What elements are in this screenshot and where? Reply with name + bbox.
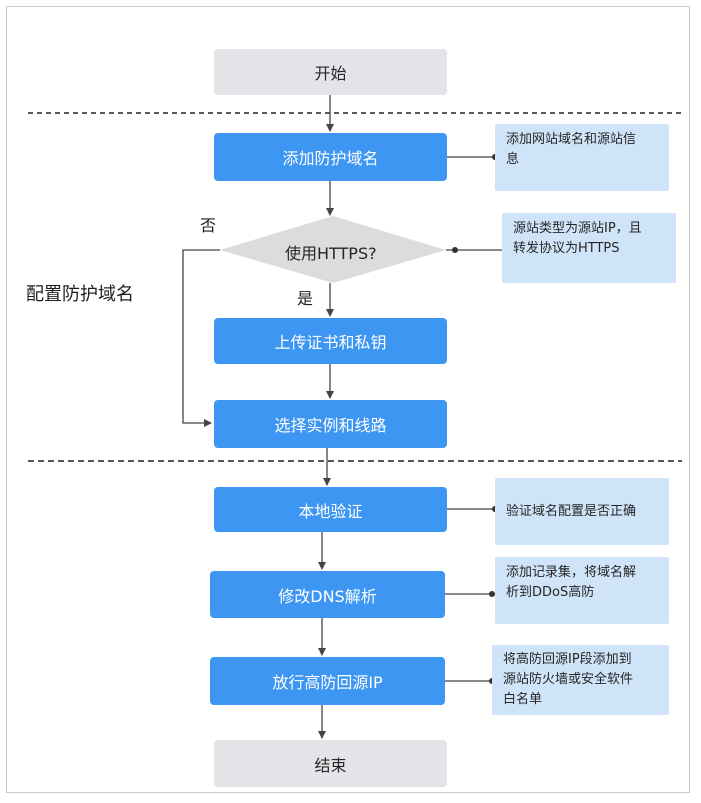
step-add-domain: 添加防护域名 xyxy=(214,133,447,181)
section-label-configure: 配置防护域名 xyxy=(26,284,134,305)
https-decision-diamond xyxy=(220,216,446,283)
note-line: 白名单 xyxy=(503,692,543,707)
note-line: 验证域名配置是否正确 xyxy=(506,503,637,519)
note-line: 息 xyxy=(506,152,520,167)
arrow-no-branch xyxy=(182,249,220,427)
note-add-domain: 添加网站域名和源站信 息 xyxy=(495,124,669,191)
note-line: 转发协议为HTTPS xyxy=(513,241,620,256)
note-local-verify: 验证域名配置是否正确 xyxy=(495,478,669,545)
diagram-frame xyxy=(6,6,690,793)
decision-use-https: 使用HTTPS? xyxy=(285,244,377,263)
note-modify-dns: 添加记录集，将域名解 析到DDoS高防 xyxy=(495,557,669,624)
note-line: 析到DDoS高防 xyxy=(506,585,595,600)
note-line: 添加记录集，将域名解 xyxy=(506,565,637,580)
branch-label-no: 否 xyxy=(200,216,217,235)
note-line: 添加网站域名和源站信 xyxy=(506,132,637,147)
step-allow-ip: 放行高防回源IP xyxy=(210,657,445,705)
start-node: 开始 xyxy=(214,49,447,95)
note-allow-ip: 将高防回源IP段添加到 源站防火墙或安全软件 白名单 xyxy=(492,645,669,715)
step-upload-cert: 上传证书和私钥 xyxy=(214,318,447,364)
step-select-instance: 选择实例和线路 xyxy=(214,400,447,448)
note-line: 源站防火墙或安全软件 xyxy=(503,672,634,687)
note-line: 源站类型为源站IP，且 xyxy=(513,221,642,236)
note-line: 将高防回源IP段添加到 xyxy=(503,652,632,667)
step-local-verify: 本地验证 xyxy=(214,487,447,532)
note-https: 源站类型为源站IP，且 转发协议为HTTPS xyxy=(502,213,676,283)
step-modify-dns: 修改DNS解析 xyxy=(210,571,445,618)
end-node: 结束 xyxy=(214,740,447,787)
branch-label-yes: 是 xyxy=(297,289,314,308)
